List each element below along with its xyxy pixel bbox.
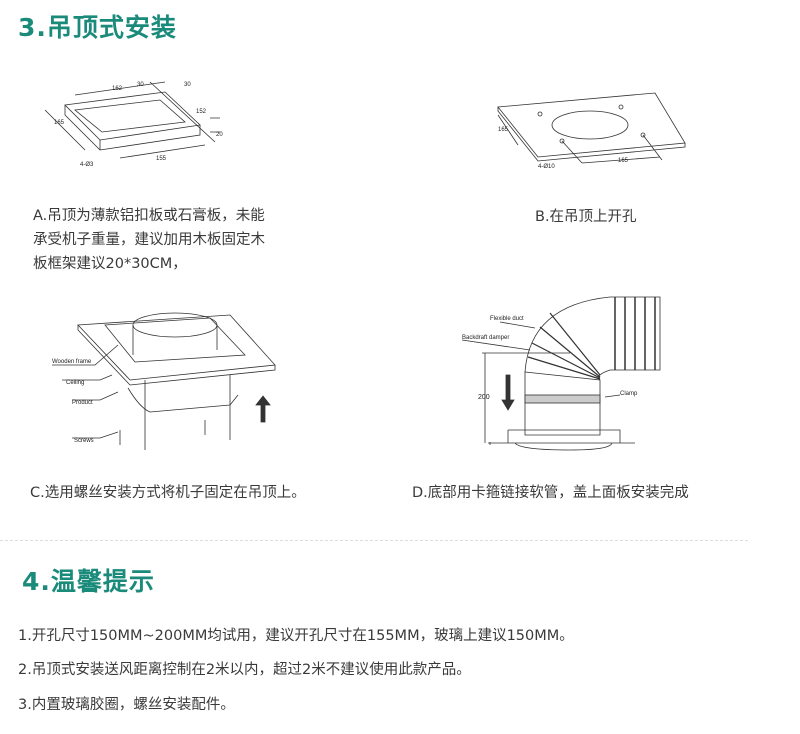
dim-label: 165 bbox=[498, 127, 509, 133]
callout-label: Screws bbox=[74, 438, 94, 444]
dim-label: 30 bbox=[137, 82, 144, 88]
dim-label: 4-Ø3 bbox=[80, 162, 94, 168]
dim-label: 30 bbox=[184, 82, 191, 88]
diagram-c-screw-install: Wooden frame Ceiling Product Screws bbox=[52, 312, 276, 450]
callout-label: Clamp bbox=[620, 391, 638, 397]
dim-label: 152 bbox=[196, 109, 207, 115]
caption-line: A.吊顶为薄款铝扣板或石膏板，未能 bbox=[33, 208, 265, 224]
callout-label: Product bbox=[72, 400, 93, 406]
tip-item: 3.内置玻璃胶圈，螺丝安装配件。 bbox=[18, 697, 235, 713]
dim-label: 200 bbox=[478, 394, 490, 401]
callout-label: Ceiling bbox=[66, 380, 84, 386]
diagram-b-ceiling-hole: 165 165 4-Ø10 bbox=[497, 92, 686, 170]
tip-item: 1.开孔尺寸150MM~200MM均试用，建议开孔尺寸在155MM，玻璃上建议1… bbox=[18, 628, 574, 644]
caption-b: B.在吊顶上开孔 bbox=[535, 209, 637, 225]
dim-label: 165 bbox=[54, 120, 65, 126]
dim-label: 20 bbox=[216, 132, 223, 138]
callout-label: Backdraft damper bbox=[462, 335, 509, 341]
callout-label: Wooden frame bbox=[52, 359, 92, 365]
caption-a: A.吊顶为薄款铝扣板或石膏板，未能 承受机子重量，建议加用木板固定木 板框架建议… bbox=[33, 204, 265, 276]
callout-label: Flexible duct bbox=[490, 316, 524, 322]
dim-label: 4-Ø10 bbox=[538, 164, 555, 170]
section-3-title: 3.吊顶式安装 bbox=[18, 13, 177, 42]
caption-line: 承受机子重量，建议加用木板固定木 bbox=[33, 232, 265, 248]
diagram-d-duct-connection: Flexible duct Backdraft damper 200 Clamp bbox=[461, 296, 661, 451]
diagram-a-wooden-frame: 162 30 30 152 20 165 155 4-Ø3 bbox=[44, 81, 223, 168]
section-4-title: 4.温馨提示 bbox=[22, 567, 155, 596]
tip-item: 2.吊顶式安装送风距离控制在2米以内，超过2米不建议使用此款产品。 bbox=[18, 662, 471, 678]
dim-label: 162 bbox=[112, 86, 123, 92]
dim-label: 165 bbox=[618, 158, 629, 164]
caption-c: C.选用螺丝安装方式将机子固定在吊顶上。 bbox=[30, 485, 306, 501]
dim-label: 155 bbox=[156, 156, 167, 162]
caption-d: D.底部用卡箍链接软管，盖上面板安装完成 bbox=[412, 485, 689, 501]
caption-line: 板框架建议20*30CM， bbox=[33, 256, 187, 272]
section-divider bbox=[0, 540, 748, 541]
